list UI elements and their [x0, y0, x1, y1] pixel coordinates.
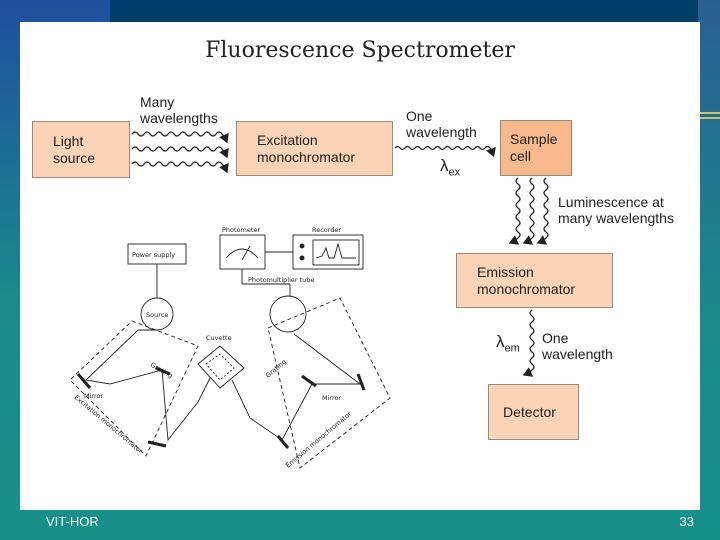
light-wave-arrow-1	[131, 131, 229, 144]
mirror-right-text: Mirror	[322, 394, 341, 402]
mirror-left-text: Mirror	[84, 392, 103, 400]
luminescence-wave-arrow-3	[536, 177, 549, 245]
lambda-em-label: λem	[496, 332, 520, 356]
right-band	[698, 0, 720, 540]
emission-monochromator-box: Emission monochromator	[456, 253, 613, 308]
sample-cell-label: Sample cell	[510, 131, 558, 164]
footer-label: VIT-HOR	[46, 514, 99, 529]
excitation-wave-arrow	[394, 145, 496, 158]
lambda-em-subscript: em	[504, 342, 520, 355]
exc-mono-text: Excitation monochromator	[73, 393, 145, 455]
grating-right-text: Grating	[264, 358, 288, 380]
emission-monochromator-outline	[267, 297, 391, 469]
luminescence-wave-arrow-1	[508, 177, 521, 245]
luminescence-wave-arrow-2	[522, 177, 535, 245]
photometer-box	[219, 234, 266, 270]
cuvette	[197, 345, 245, 389]
light-wave-arrow-2	[131, 146, 229, 159]
recorder-text: Recorder	[312, 226, 341, 234]
cuvette-text: Cuvette	[206, 334, 232, 342]
one-wavelength-bottom-label: One wavelength	[542, 330, 613, 362]
photometer-text: Photometer	[222, 226, 260, 234]
emission-monochromator-label: Emission monochromator	[477, 263, 576, 297]
sample-cell-box: Sample cell	[500, 120, 572, 176]
emission-wave-arrow	[522, 309, 535, 377]
photomultiplier-tube	[269, 295, 307, 333]
luminescence-label: Luminescence at many wavelengths	[558, 194, 674, 226]
many-wavelengths-label: Many wavelengths	[140, 94, 218, 126]
light-source-box: Light source	[32, 121, 130, 178]
lambda-ex-label: λex	[440, 156, 461, 180]
decorative-lines	[698, 112, 720, 124]
excitation-monochromator-label: Excitation monochromator	[257, 131, 356, 165]
excitation-monochromator-outline	[69, 320, 199, 457]
em-mono-text: Emission monochromator	[284, 410, 353, 470]
detector-box: Detector	[488, 384, 579, 440]
page-number: 33	[679, 514, 694, 529]
lambda-ex-symbol: λ	[440, 156, 449, 175]
grating-left-text: Grating	[149, 361, 174, 380]
lambda-ex-subscript: ex	[448, 166, 461, 179]
slide-title: Fluorescence Spectrometer	[205, 38, 515, 63]
excitation-monochromator-box: Excitation monochromator	[236, 121, 393, 176]
one-wavelength-top-label: One wavelength	[406, 108, 477, 140]
instrument-schematic: Power supply Photometer Recorder Photomu…	[69, 226, 391, 470]
source-text: Source	[146, 311, 168, 319]
power-supply-text: Power supply	[132, 251, 175, 259]
detector-label: Detector	[503, 403, 556, 420]
top-band	[110, 0, 720, 22]
light-source-label: Light source	[53, 132, 96, 166]
lambda-em-symbol: λ	[496, 332, 505, 351]
pm-tube-text: Photomultiplier tube	[248, 276, 314, 284]
light-wave-arrow-3	[131, 161, 229, 174]
